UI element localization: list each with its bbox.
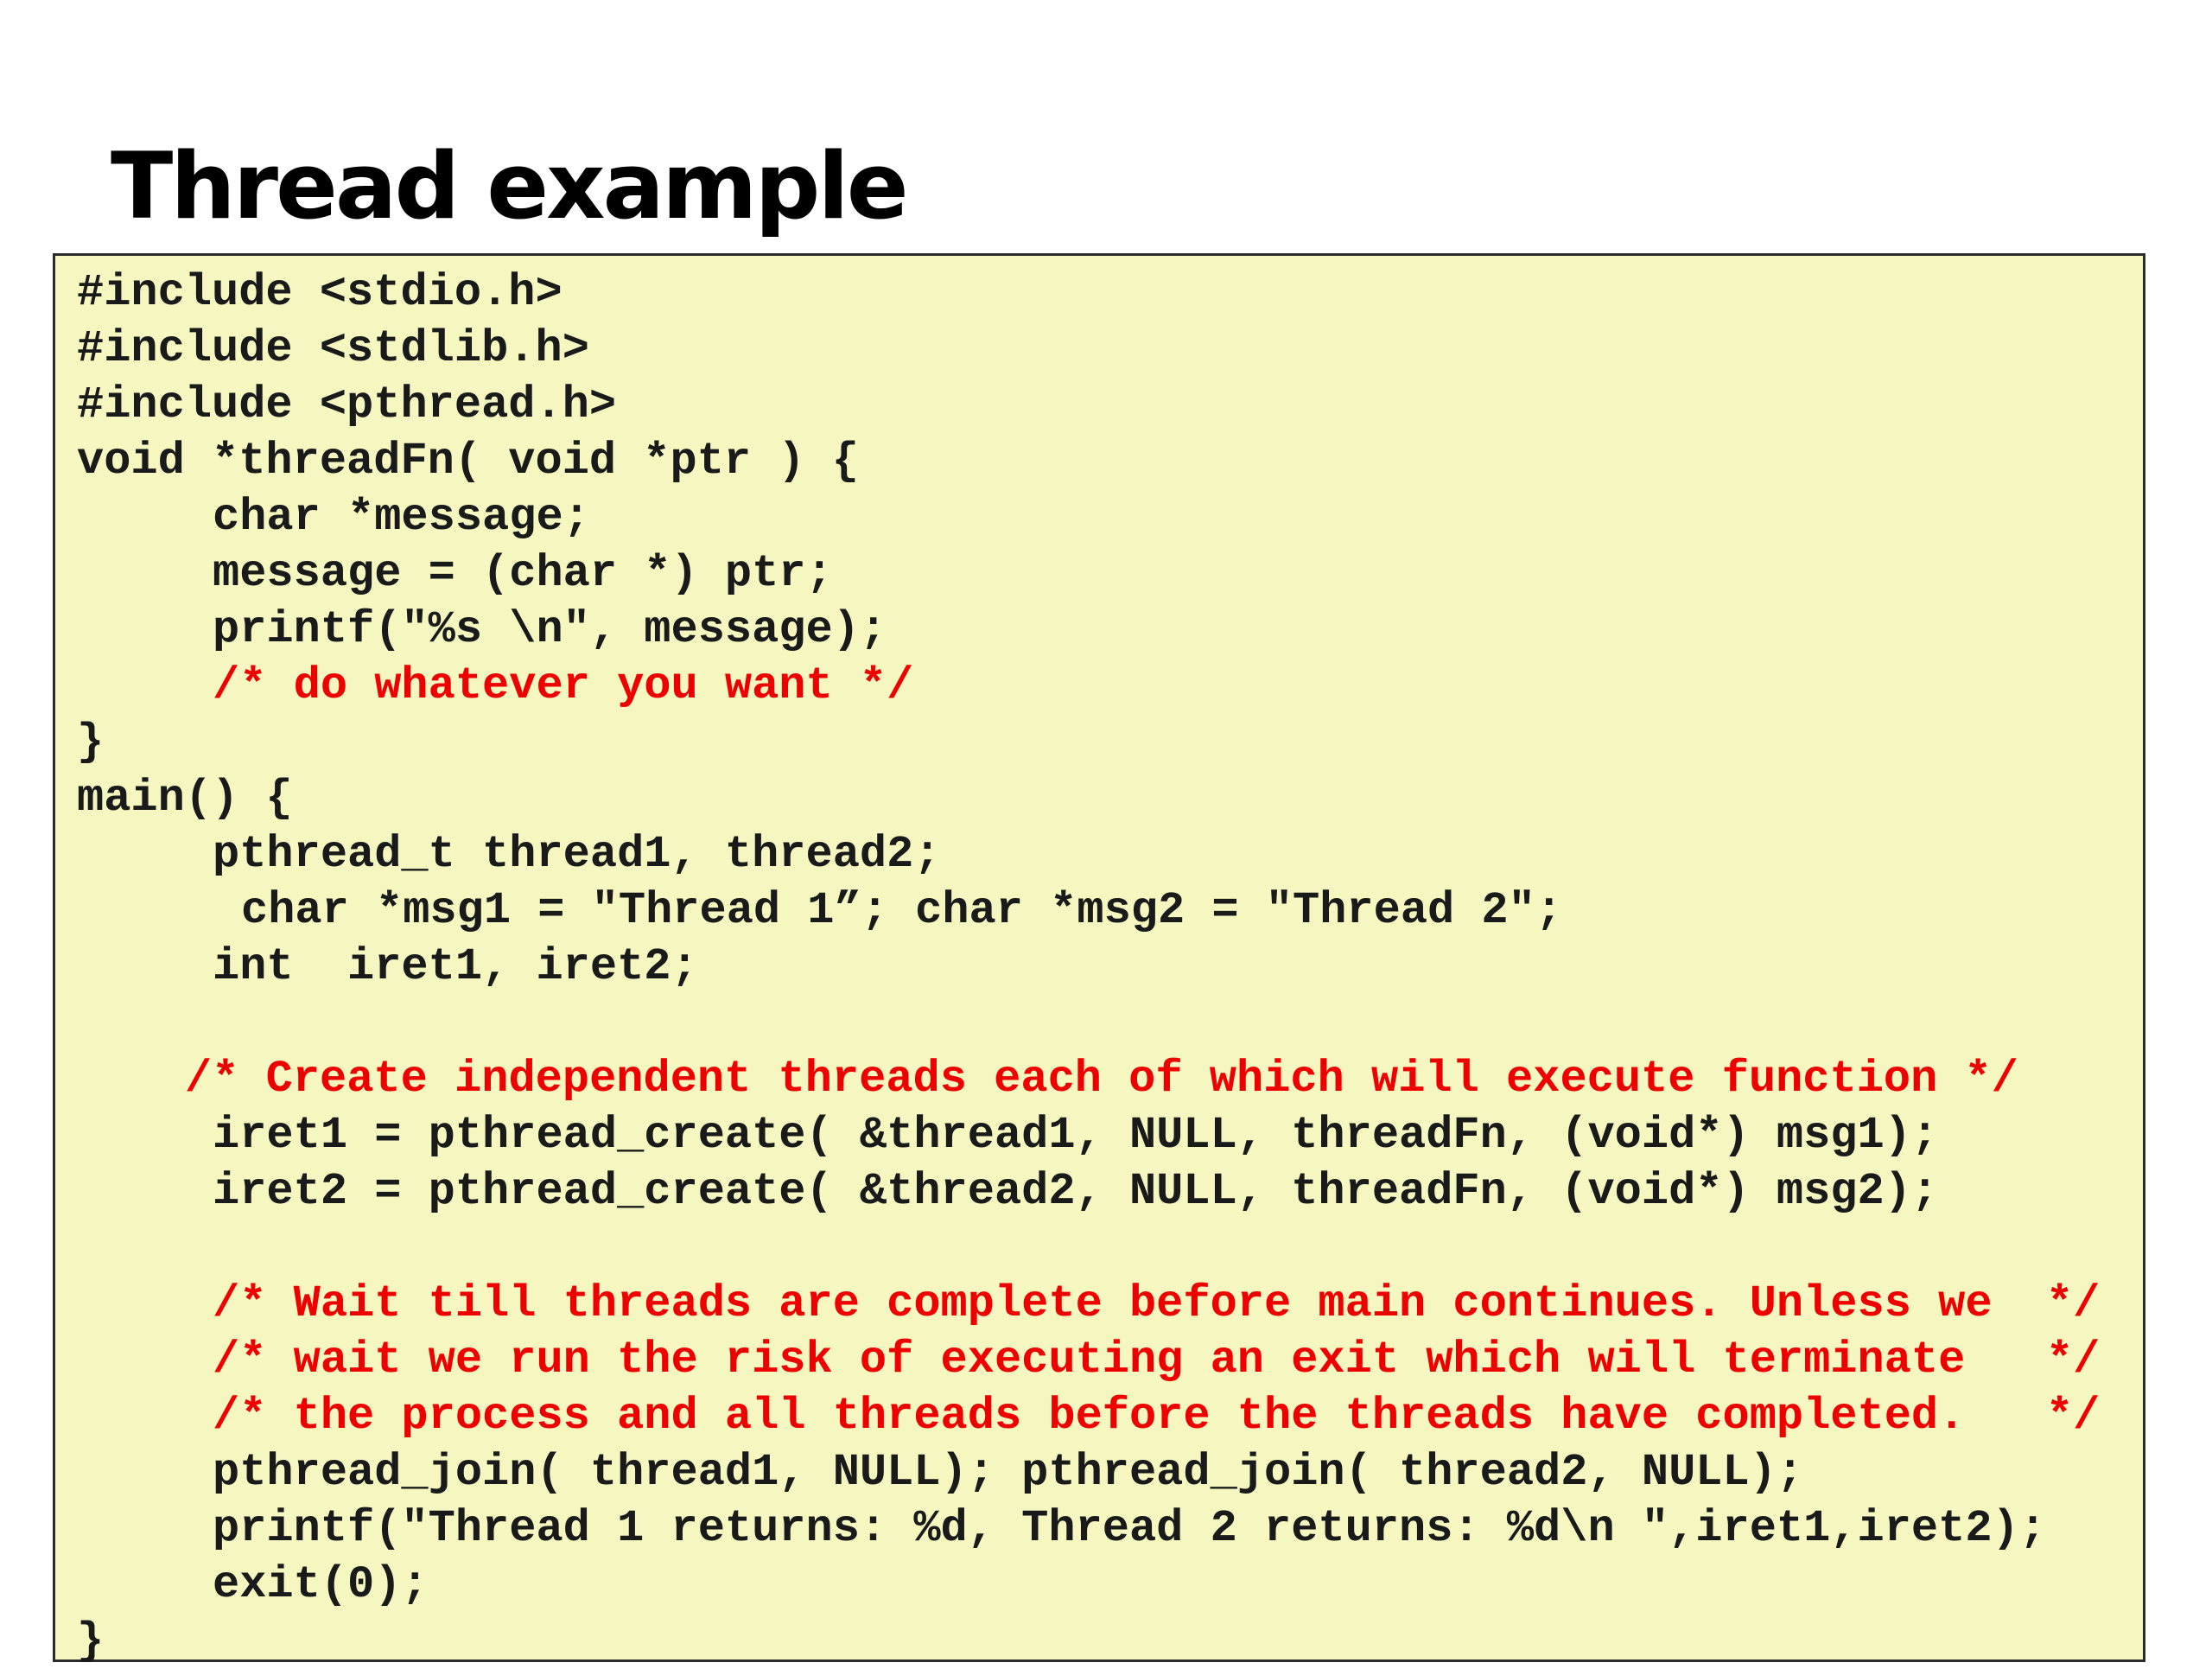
code-line: } (77, 717, 105, 768)
code-line: printf("%s \n", message); (213, 604, 887, 655)
code-line: message = (char *) ptr; (213, 548, 833, 599)
code-block: #include <stdio.h> #include <stdlib.h> #… (53, 253, 2145, 1666)
code-line: main() { (77, 773, 293, 824)
code-comment: /* wait we run the risk of executing an … (213, 1335, 2101, 1386)
code-line: #include <stdlib.h> (77, 323, 589, 374)
code-line: char *msg1 = "Thread 1”; char *msg2 = "T… (241, 885, 1563, 936)
code-lines: #include <stdio.h> #include <stdlib.h> #… (55, 256, 2143, 1666)
code-line: } (77, 1615, 105, 1666)
code-line: printf("Thread 1 returns: %d, Thread 2 r… (213, 1503, 2046, 1554)
code-line: pthread_join( thread1, NULL); pthread_jo… (213, 1447, 1804, 1498)
code-line: iret2 = pthread_create( &thread2, NULL, … (213, 1166, 1939, 1217)
code-line: iret1 = pthread_create( &thread1, NULL, … (213, 1110, 1939, 1161)
code-line: exit(0); (213, 1559, 429, 1610)
code-line: #include <stdio.h> (77, 267, 563, 318)
code-line: pthread_t thread1, thread2; (213, 829, 941, 880)
code-comment: /* Wait till threads are complete before… (213, 1278, 2101, 1329)
code-line: #include <pthread.h> (77, 379, 617, 430)
slide-title: Thread example (111, 133, 909, 239)
code-comment: /* Create independent threads each of wh… (185, 1054, 2018, 1105)
code-line: char *message; (213, 492, 590, 543)
code-line: void *threadFn( void *ptr ) { (77, 436, 859, 487)
code-comment: /* the process and all threads before th… (213, 1391, 2101, 1442)
code-comment: /* do whatever you want */ (213, 660, 914, 711)
code-line: int iret1, iret2; (213, 941, 698, 992)
